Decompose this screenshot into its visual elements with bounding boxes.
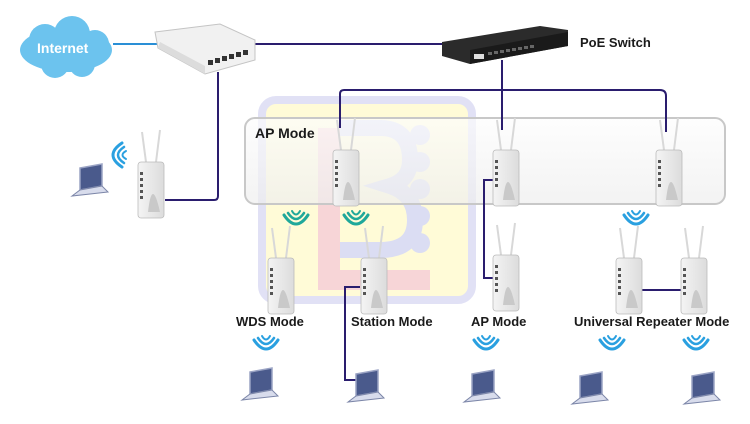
- poe-switch-icon: [442, 26, 568, 64]
- laptop-icon: [71, 163, 109, 197]
- wifi-signal-icon: [598, 334, 626, 351]
- laptop-icon: [347, 369, 385, 403]
- laptop-icon: [571, 371, 609, 405]
- access-point-icon-left: [137, 129, 165, 219]
- universal-repeater-mode-label: Universal Repeater Mode: [574, 314, 730, 329]
- access-point-icon-ap-mode-bottom: [492, 222, 520, 312]
- wifi-signal-icon: [622, 209, 650, 226]
- access-point-icon-repeater-1: [615, 225, 643, 315]
- wire-router-ap-left: [165, 72, 219, 201]
- wifi-signal-icon: [252, 334, 280, 351]
- poe-switch-label: PoE Switch: [580, 35, 651, 50]
- wds-mode-label: WDS Mode: [236, 314, 304, 329]
- station-mode-label: Station Mode: [351, 314, 433, 329]
- wifi-signal-icon: [111, 141, 128, 169]
- ap-mode-group-label: AP Mode: [255, 125, 315, 141]
- internet-label: Internet: [37, 40, 89, 56]
- wire-ap-chain: [483, 179, 496, 279]
- wifi-signal-icon: [682, 334, 710, 351]
- wifi-signal-icon: [472, 334, 500, 351]
- access-point-icon-repeater-2: [680, 225, 708, 315]
- wire-switch-ap-bus: [339, 89, 667, 132]
- laptop-icon: [241, 367, 279, 401]
- laptop-icon: [463, 369, 501, 403]
- internet-cloud-icon: [20, 16, 112, 78]
- laptop-icon: [683, 371, 721, 405]
- router-icon: [154, 23, 256, 75]
- wire-station-laptop: [344, 286, 362, 381]
- ap-mode-label: AP Mode: [471, 314, 527, 329]
